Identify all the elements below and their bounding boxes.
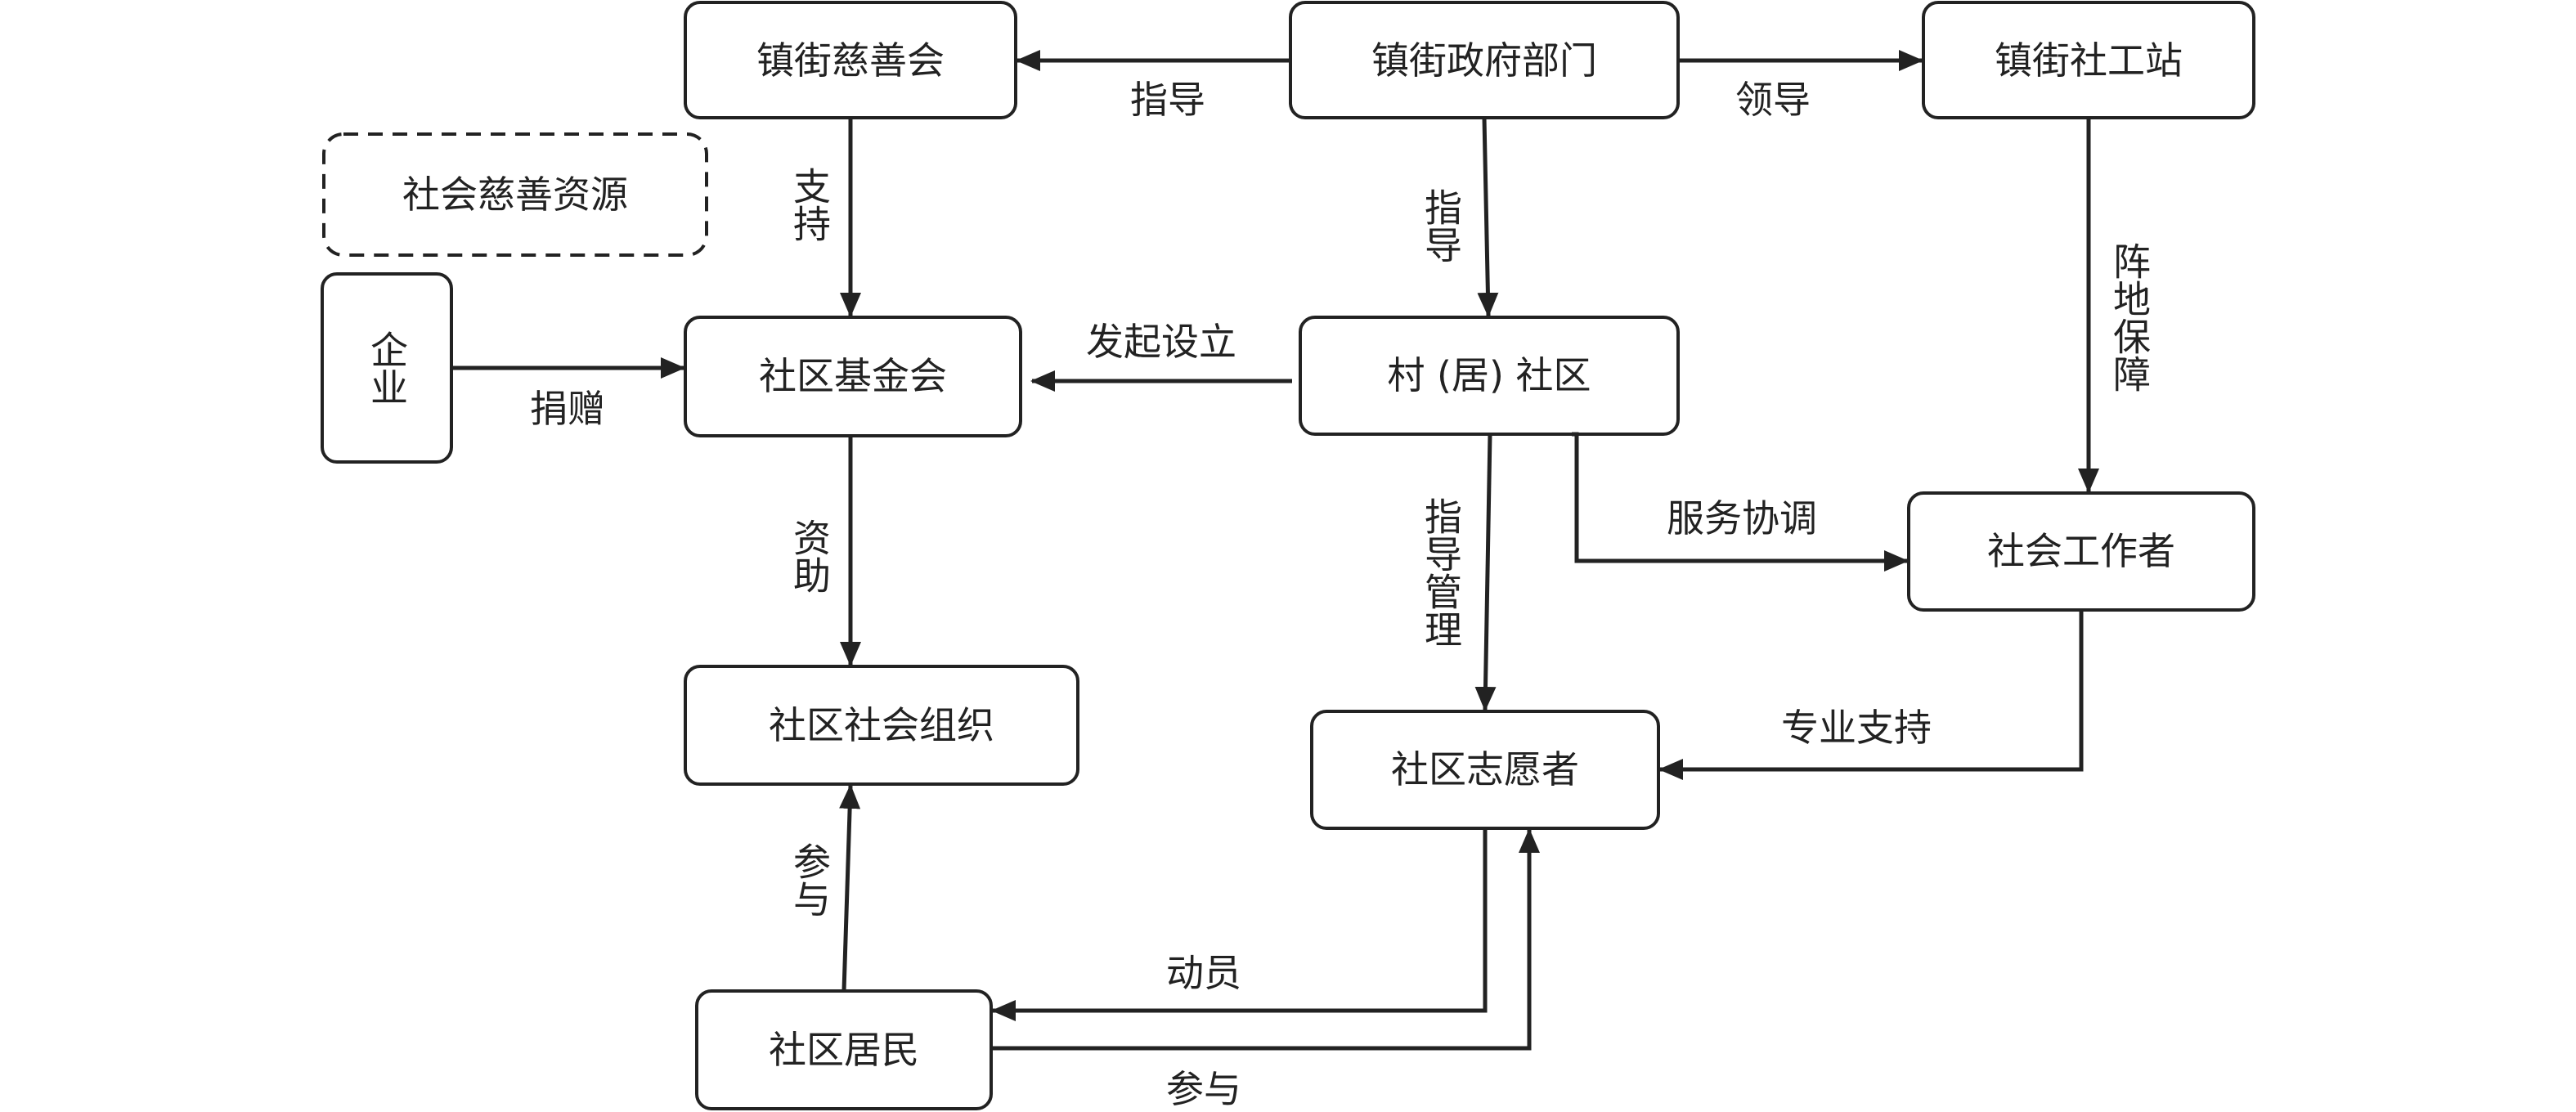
edge-foundation-to-org: 资助 <box>788 436 861 666</box>
edge-resident-to-org: 参与 <box>788 784 861 992</box>
node-community-volunteer: 社区志愿者 <box>1310 710 1660 830</box>
edge-community-to-worker: 服务协调 <box>1572 432 1909 572</box>
edge-community-to-foundation: 发起设立 <box>1030 320 1292 392</box>
node-town-social-station: 镇街社工站 <box>1922 1 2255 119</box>
edge-charity-to-foundation: 支持 <box>788 118 861 317</box>
node-town-charity: 镇街慈善会 <box>684 1 1017 119</box>
node-label-village-community: 村 (居) 社区 <box>1387 353 1591 397</box>
edge-gov-to-station: 领导 <box>1678 50 1923 122</box>
node-label-community-foundation: 社区基金会 <box>759 354 947 398</box>
edge-label-community-to-volunteer: 指导管理 <box>1419 497 1463 648</box>
edge-label-community-to-worker: 服务协调 <box>1667 496 1817 540</box>
edge-label-resident-to-volunteer: 参与 <box>1166 1067 1241 1111</box>
node-social-charity-resources: 社会慈善资源 <box>322 132 708 257</box>
edge-label-gov-to-station: 领导 <box>1735 78 1811 122</box>
edge-label-community-to-foundation: 发起设立 <box>1086 320 1236 364</box>
edge-label-gov-to-community: 指导 <box>1419 188 1463 263</box>
node-label-social-charity-resources: 社会慈善资源 <box>402 173 628 217</box>
edge-label-resident-to-org: 参与 <box>788 842 832 917</box>
node-label-enterprise: 企业 <box>365 330 409 406</box>
node-community-social-org: 社区社会组织 <box>684 665 1079 786</box>
node-label-town-government: 镇街政府部门 <box>1371 38 1597 83</box>
node-village-community: 村 (居) 社区 <box>1299 316 1680 436</box>
node-enterprise: 企业 <box>321 272 453 464</box>
node-label-community-social-org: 社区社会组织 <box>769 703 994 747</box>
node-community-foundation: 社区基金会 <box>684 316 1022 437</box>
edge-label-foundation-to-org: 资助 <box>788 518 832 594</box>
edge-worker-to-volunteer: 专业支持 <box>1658 610 2084 780</box>
edge-resident-to-volunteer: 参与 <box>991 828 1540 1111</box>
edge-station-to-worker: 阵地保障 <box>2078 118 2152 493</box>
node-community-resident: 社区居民 <box>695 989 993 1110</box>
edge-label-worker-to-volunteer: 专业支持 <box>1781 706 1932 750</box>
node-social-worker: 社会工作者 <box>1907 491 2255 612</box>
node-label-community-volunteer: 社区志愿者 <box>1391 747 1579 791</box>
edge-label-enterprise-to-foundation: 捐赠 <box>530 387 605 431</box>
edge-label-station-to-worker: 阵地保障 <box>2107 242 2152 392</box>
edge-volunteer-to-resident: 动员 <box>991 828 1488 1021</box>
node-label-community-resident: 社区居民 <box>769 1028 919 1072</box>
edge-label-volunteer-to-resident: 动员 <box>1166 951 1241 995</box>
edge-label-charity-to-foundation: 支持 <box>788 167 832 242</box>
edge-community-to-volunteer: 指导管理 <box>1419 433 1497 711</box>
edge-gov-to-community: 指导 <box>1419 117 1499 317</box>
edge-label-gov-to-charity: 指导 <box>1130 78 1205 122</box>
node-town-government: 镇街政府部门 <box>1289 1 1680 119</box>
node-label-social-worker: 社会工作者 <box>1987 529 2175 573</box>
edge-gov-to-charity: 指导 <box>1016 50 1290 122</box>
node-label-town-social-station: 镇街社工站 <box>1995 38 2183 83</box>
edge-enterprise-to-foundation: 捐赠 <box>451 357 685 431</box>
node-label-town-charity: 镇街慈善会 <box>756 38 945 83</box>
